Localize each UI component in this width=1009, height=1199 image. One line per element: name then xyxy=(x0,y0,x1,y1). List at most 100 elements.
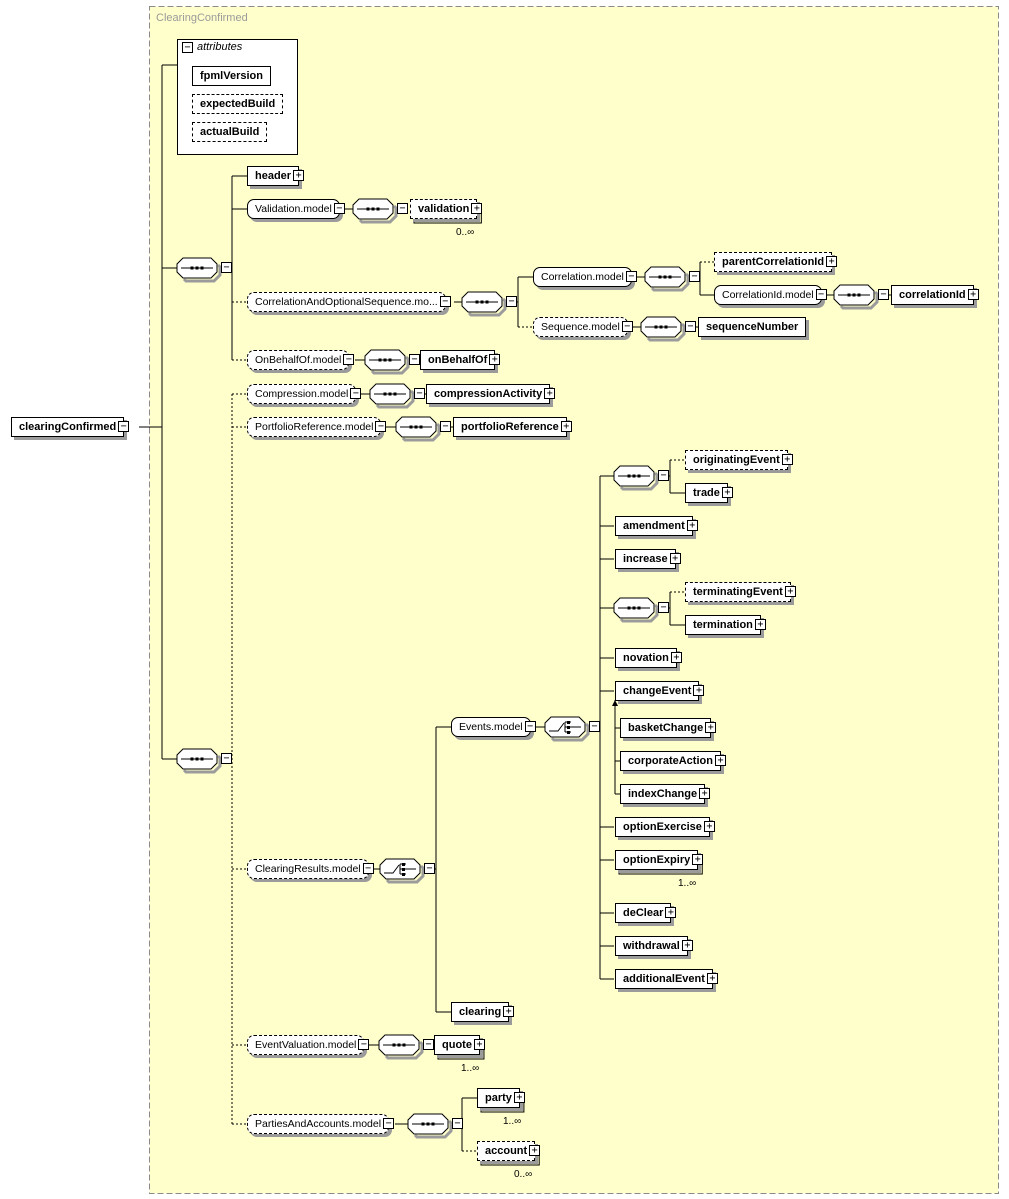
compositor-collapse-icon[interactable]: − xyxy=(878,289,889,300)
collapse-icon[interactable]: − xyxy=(118,421,130,432)
expand-icon[interactable]: + xyxy=(670,652,682,663)
expand-icon[interactable]: + xyxy=(754,619,766,630)
compositor-collapse-icon[interactable]: − xyxy=(658,602,669,613)
collapse-icon[interactable]: − xyxy=(343,354,355,365)
collapse-icon[interactable]: − xyxy=(333,203,345,214)
element-changeEvent[interactable]: changeEvent xyxy=(615,681,700,701)
sequence-compositor-icon[interactable] xyxy=(640,316,686,342)
expand-icon[interactable]: + xyxy=(826,256,838,267)
element-sequenceNumber[interactable]: sequenceNumber xyxy=(698,317,807,337)
expand-icon[interactable]: + xyxy=(706,973,718,984)
compositor-collapse-icon[interactable]: − xyxy=(506,296,517,307)
collapse-icon[interactable]: − xyxy=(815,289,827,300)
expand-icon[interactable]: + xyxy=(692,854,704,865)
group-sequence-model[interactable]: Sequence.model xyxy=(533,317,628,337)
element-compressionActivity[interactable]: compressionActivity xyxy=(426,384,551,404)
group-eventvaluation-model[interactable]: EventValuation.model xyxy=(247,1035,365,1055)
sequence-compositor-icon[interactable] xyxy=(378,1034,424,1060)
compositor-collapse-icon[interactable]: − xyxy=(414,388,425,399)
compositor-collapse-icon[interactable]: − xyxy=(221,753,232,764)
attributes-collapse-icon[interactable]: − xyxy=(182,42,193,53)
root-element-clearingConfirmed[interactable]: clearingConfirmed xyxy=(11,417,125,437)
compositor-collapse-icon[interactable]: − xyxy=(397,203,408,214)
compositor-collapse-icon[interactable]: − xyxy=(689,271,700,282)
compositor-collapse-icon[interactable]: − xyxy=(589,721,600,732)
collapse-icon[interactable]: − xyxy=(625,271,637,282)
sequence-compositor-icon[interactable] xyxy=(352,198,398,224)
expand-icon[interactable]: + xyxy=(686,520,698,531)
group-validation-model[interactable]: Validation.model xyxy=(247,199,340,219)
expand-icon[interactable]: + xyxy=(560,421,572,432)
element-header[interactable]: header xyxy=(247,166,300,186)
element-portfolioReference[interactable]: portfolioReference xyxy=(453,417,567,437)
expand-icon[interactable]: + xyxy=(699,788,711,799)
expand-icon[interactable]: + xyxy=(503,1006,515,1017)
group-clearingresults-model[interactable]: ClearingResults.model xyxy=(247,859,369,879)
element-termination[interactable]: termination xyxy=(685,615,761,635)
expand-icon[interactable]: + xyxy=(681,940,693,951)
group-portfolioreference-model[interactable]: PortfolioReference.model xyxy=(247,417,382,437)
element-indexChange[interactable]: indexChange xyxy=(620,784,706,804)
group-correlation-model[interactable]: Correlation.model xyxy=(533,267,632,287)
attribute-fpmlVersion[interactable]: fpmlVersion xyxy=(192,66,271,86)
element-parentCorrelationId[interactable]: parentCorrelationId xyxy=(714,252,833,272)
sequence-compositor-icon[interactable] xyxy=(833,284,879,310)
sequence-compositor-icon[interactable] xyxy=(364,349,410,375)
sequence-compositor-icon[interactable] xyxy=(644,266,690,292)
group-onbehalfof-model[interactable]: OnBehalfOf.model xyxy=(247,350,350,370)
group-correlation-and-optional-sequence[interactable]: CorrelationAndOptionalSequence.mo... xyxy=(247,292,446,312)
element-terminatingEvent[interactable]: terminatingEvent xyxy=(685,582,791,602)
expand-icon[interactable]: + xyxy=(693,685,705,696)
compositor-collapse-icon[interactable]: − xyxy=(452,1118,463,1129)
element-basketChange[interactable]: basketChange xyxy=(620,718,712,738)
expand-icon[interactable]: + xyxy=(665,907,677,918)
element-withdrawal[interactable]: withdrawal xyxy=(615,936,688,956)
element-party[interactable]: party xyxy=(477,1088,520,1108)
expand-icon[interactable]: + xyxy=(529,1145,541,1156)
group-events-model[interactable]: Events.model xyxy=(451,717,531,737)
sequence-compositor-icon[interactable] xyxy=(395,416,441,442)
element-trade[interactable]: trade xyxy=(685,483,728,503)
group-partiesandaccounts-model[interactable]: PartiesAndAccounts.model xyxy=(247,1114,390,1134)
collapse-icon[interactable]: − xyxy=(375,421,387,432)
group-correlationid-model[interactable]: CorrelationId.model xyxy=(714,285,822,305)
element-optionExercise[interactable]: optionExercise xyxy=(615,817,710,837)
sequence-compositor-icon[interactable] xyxy=(613,465,659,491)
compositor-collapse-icon[interactable]: − xyxy=(440,421,451,432)
attribute-actualBuild[interactable]: actualBuild xyxy=(192,122,268,142)
element-quote[interactable]: quote xyxy=(434,1035,480,1055)
compositor-collapse-icon[interactable]: − xyxy=(424,863,435,874)
expand-icon[interactable]: + xyxy=(784,586,796,597)
collapse-icon[interactable]: − xyxy=(358,1039,370,1050)
element-novation[interactable]: novation xyxy=(615,648,677,668)
sequence-compositor-icon[interactable] xyxy=(369,383,415,409)
expand-icon[interactable]: + xyxy=(705,722,717,733)
element-additionalEvent[interactable]: additionalEvent xyxy=(615,969,713,989)
compositor-collapse-icon[interactable]: − xyxy=(685,321,696,332)
element-deClear[interactable]: deClear xyxy=(615,903,672,923)
expand-icon[interactable]: + xyxy=(721,487,733,498)
group-compression-model[interactable]: Compression.model xyxy=(247,384,357,404)
collapse-icon[interactable]: − xyxy=(350,388,362,399)
expand-icon[interactable]: + xyxy=(293,170,305,181)
compositor-collapse-icon[interactable]: − xyxy=(221,262,232,273)
element-correlationId[interactable]: correlationId xyxy=(891,285,974,305)
expand-icon[interactable]: + xyxy=(473,1039,485,1050)
expand-icon[interactable]: + xyxy=(781,454,793,465)
collapse-icon[interactable]: − xyxy=(621,321,633,332)
element-onBehalfOf[interactable]: onBehalfOf xyxy=(420,350,496,370)
element-validation[interactable]: validation xyxy=(410,199,478,219)
compositor-collapse-icon[interactable]: − xyxy=(658,470,669,481)
compositor-collapse-icon[interactable]: − xyxy=(423,1039,434,1050)
element-amendment[interactable]: amendment xyxy=(615,516,693,536)
element-increase[interactable]: increase xyxy=(615,549,676,569)
choice-compositor-icon[interactable] xyxy=(544,716,590,742)
compositor-collapse-icon[interactable]: − xyxy=(409,354,420,365)
expand-icon[interactable]: + xyxy=(703,821,715,832)
element-clearing[interactable]: clearing xyxy=(451,1002,510,1022)
collapse-icon[interactable]: − xyxy=(439,296,451,307)
expand-icon[interactable]: + xyxy=(669,553,681,564)
sequence-compositor-icon[interactable] xyxy=(176,257,222,283)
sequence-compositor-icon[interactable] xyxy=(176,748,222,774)
expand-icon[interactable]: + xyxy=(471,203,483,214)
